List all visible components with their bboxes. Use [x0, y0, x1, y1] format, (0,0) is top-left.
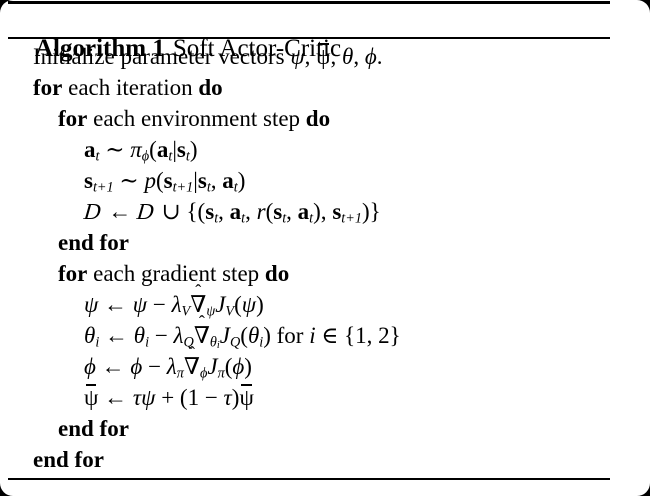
algorithm-line: end for	[33, 447, 104, 472]
algorithm-name: Soft Actor-Critic	[172, 35, 342, 62]
top-rule	[8, 1, 610, 4]
hat-accent: ˆ	[188, 342, 195, 363]
algorithm-label: Algorithm 1	[35, 35, 165, 62]
algorithm-line: for each iteration do	[33, 75, 223, 100]
algorithm-line: for each environment step do	[58, 106, 331, 131]
hat-accent: ˆ	[195, 280, 202, 301]
hat-accent: ˆ	[198, 311, 205, 332]
bottom-rule	[8, 478, 610, 480]
algorithm-line: end for	[58, 416, 129, 441]
algorithm-line: st+1 ∼ p(st+1|st, at)	[84, 168, 246, 196]
algorithm-line: end for	[58, 230, 129, 255]
algorithm-line: for each gradient step do	[58, 261, 290, 286]
title-rule	[8, 37, 610, 39]
algorithm-lines: Initialize parameter vectors ψ, ψ, θ, ϕ.…	[0, 41, 650, 475]
algorithm-line: ψ ← τψ + (1 − τ)ψ	[0, 382, 650, 413]
algorithm-line: at ∼ πϕ(at|st)	[84, 137, 198, 165]
algorithm-line: Initialize parameter vectors ψ, ψ, θ, ϕ.	[0, 41, 650, 72]
algorithm-line: D ← D ∪ {(st, at, r(st, at), st+1)}	[82, 199, 381, 227]
algorithm-title: Algorithm 1 Soft Actor-Critic	[10, 7, 341, 91]
